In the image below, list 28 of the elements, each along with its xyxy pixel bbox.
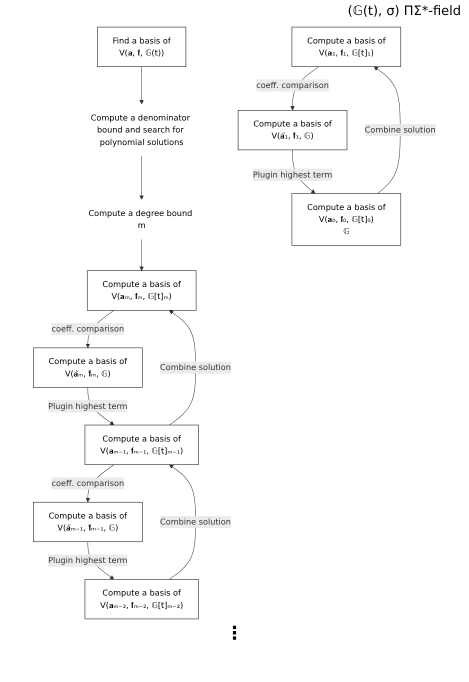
arrow: [139, 156, 144, 200]
edge-label: coeff. comparison: [52, 478, 124, 488]
edge-label: Plugin highest term: [48, 401, 128, 411]
edge-label: coeff. comparison: [52, 324, 124, 334]
node-box: Compute a basis of V(𝐚ₘ₋₁, 𝐟ₘ₋₁, 𝔾[t]ₘ₋₁): [84, 424, 199, 465]
arrow: [139, 66, 144, 104]
node-box: Compute a basis of V(𝐚̃₁, 𝐟̃₁, 𝔾): [238, 110, 348, 150]
node-box: Compute a basis of V(𝐚₀, 𝐟₀, 𝔾[t]₀) 𝔾: [292, 193, 402, 246]
node-text: Compute a denominator bound and search for polynomial solutions: [90, 112, 190, 147]
arrow: [169, 310, 196, 426]
edge-label: Plugin highest term: [48, 555, 128, 566]
node-box: Find a basis of V(𝐚, 𝐟, 𝔾(t)): [97, 26, 186, 67]
arrow: [169, 464, 196, 580]
edge-label: Plugin highest term: [252, 170, 332, 180]
node-box: Compute a basis of V(𝐚₁, 𝐟₁, 𝔾[t]₁): [292, 26, 402, 67]
edge-label: Combine solution: [160, 516, 231, 527]
arrow: [374, 66, 400, 194]
edge-label: Combine solution: [160, 362, 231, 372]
edge-label: Combine solution: [364, 125, 436, 135]
node-box: Compute a basis of V(𝐚̃ₘ, 𝐟̃ₘ, 𝔾): [33, 348, 143, 388]
node-text: Compute a degree bound m: [88, 208, 192, 230]
field-note: (𝔾(t), σ) ΠΣ*-field: [348, 4, 461, 19]
ellipsis-mark: ⋮: [226, 623, 244, 644]
edge-label: coeff. comparison: [256, 80, 329, 90]
arrow: [139, 239, 144, 271]
node-box: Compute a basis of V(𝐚ₘ₋₂, 𝐟ₘ₋₂, 𝔾[t]ₘ₋₂): [84, 579, 199, 620]
node-box: Compute a basis of V(𝐚̃ₘ₋₁, 𝐟̃ₘ₋₁, 𝔾): [33, 502, 143, 542]
node-box: Compute a basis of V(𝐚ₘ, 𝐟ₘ, 𝔾[t]ₘ): [86, 270, 196, 311]
